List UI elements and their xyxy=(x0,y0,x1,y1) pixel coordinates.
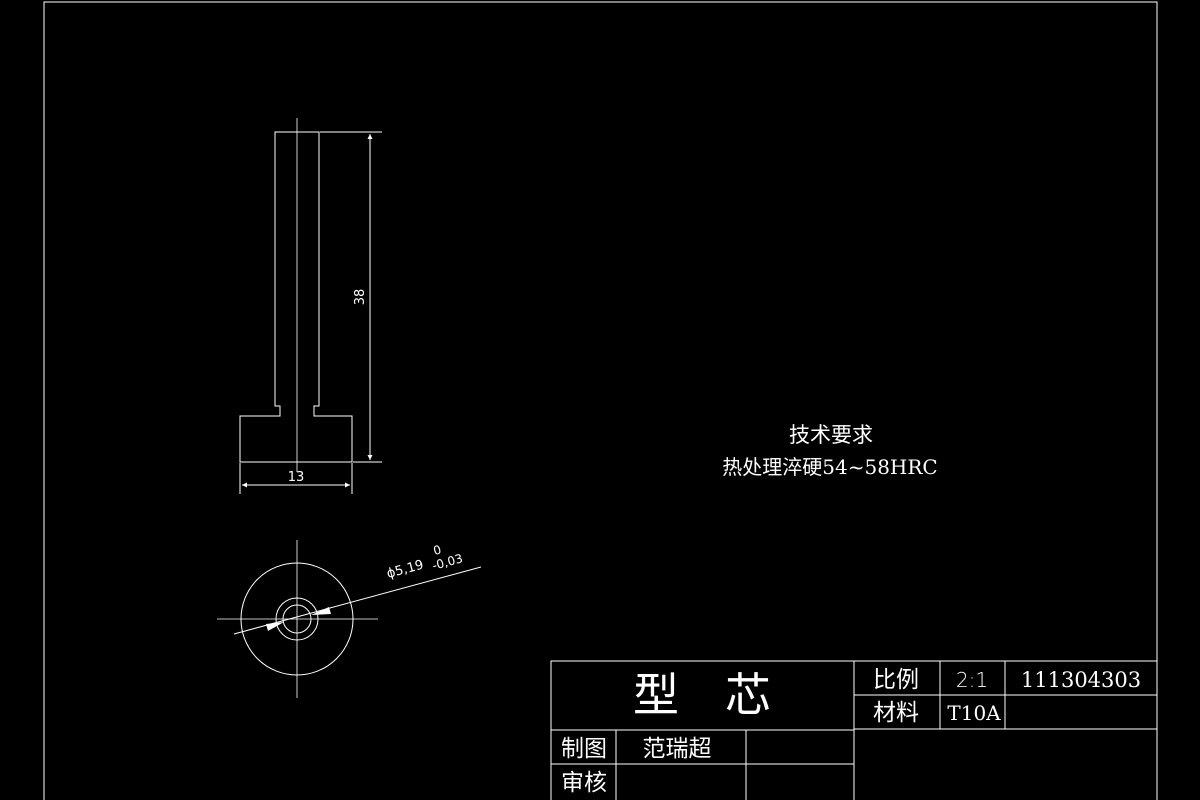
checked-by-label: 审核 xyxy=(561,770,607,796)
leader-arrow-right xyxy=(311,607,331,615)
outer-circle xyxy=(240,562,354,676)
drawing-number: 111304303 xyxy=(1021,668,1141,692)
pin-outline xyxy=(239,131,353,463)
drawing-border xyxy=(43,1,1158,800)
dimension-height-label: 38 xyxy=(353,289,368,306)
material-label: 材料 xyxy=(873,700,919,726)
diameter-leader-line xyxy=(233,566,482,635)
drawn-by-label: 制图 xyxy=(561,736,607,762)
leader-arrow-left xyxy=(266,622,284,631)
front-view xyxy=(239,118,382,494)
tolerance-upper: 0 xyxy=(432,543,443,559)
tech-requirements-line1: 热处理淬硬54~58HRC xyxy=(722,455,937,479)
drawn-by-value: 范瑞超 xyxy=(643,736,712,762)
material-value: T10A xyxy=(947,701,1001,725)
inner-circle xyxy=(282,604,312,634)
part-name: 型 芯 xyxy=(633,668,771,722)
dimension-width-label: 13 xyxy=(288,470,305,485)
title-block xyxy=(550,660,1158,800)
scale-label: 比例 xyxy=(873,667,919,693)
top-view xyxy=(217,540,482,698)
scale-value: 2:1 xyxy=(956,668,988,692)
middle-circle xyxy=(275,597,319,641)
diameter-label: ϕ5,19 xyxy=(385,558,425,582)
tech-requirements-title: 技术要求 xyxy=(789,423,873,447)
